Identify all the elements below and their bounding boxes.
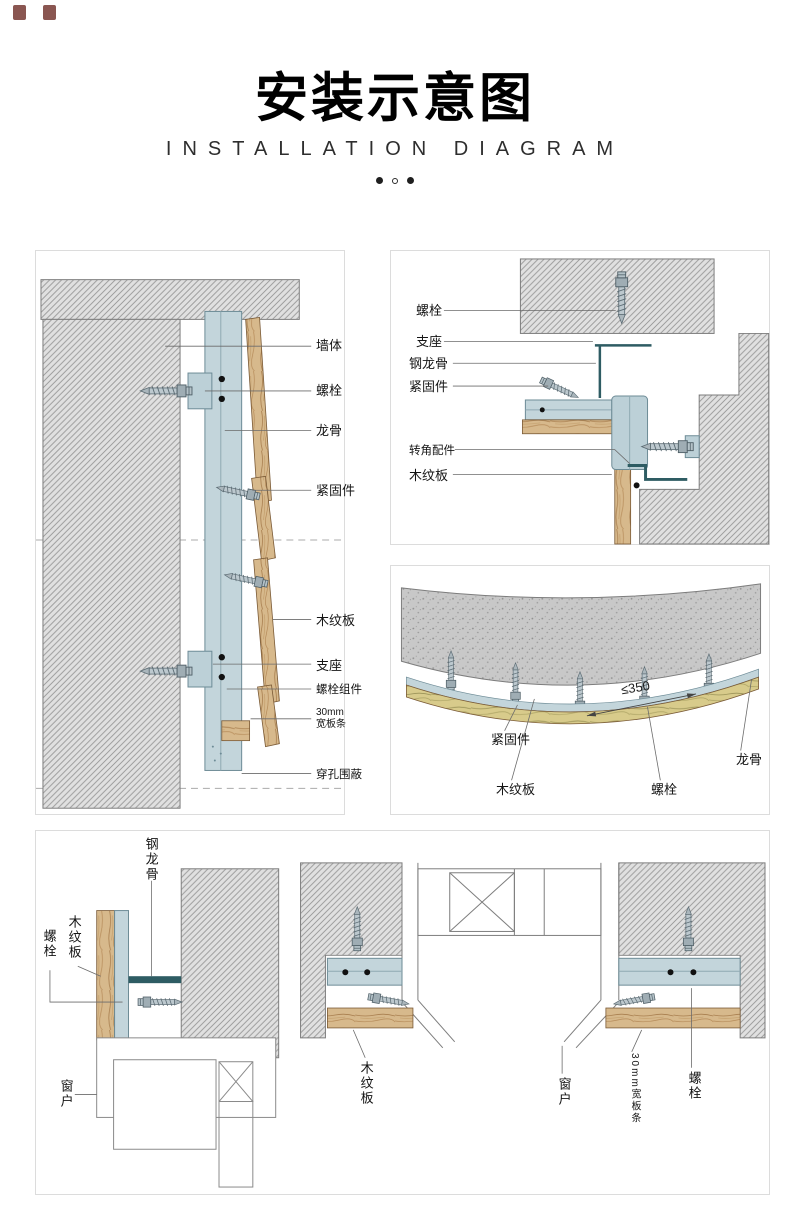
label-wood-panel: 木纹板 [409, 468, 449, 483]
label-fastener: 紧固件 [409, 379, 449, 394]
corner-artifact [43, 5, 56, 20]
label-slat: 30mm宽板条 [629, 1053, 640, 1125]
window-detail-drawing [49, 862, 766, 1188]
label-slat-line2: 宽板条 [316, 719, 346, 730]
label-keel: 龙骨 [316, 423, 343, 438]
label-wall: 墙体 [316, 338, 343, 353]
label-fastener: 紧固件 [316, 483, 356, 498]
decorative-dots [0, 177, 790, 184]
diagram-corner-detail: 螺栓 支座 钢龙骨 紧固件 转角配件 木纹板 [390, 250, 770, 545]
label-window-jamb: 窗户 [58, 1079, 74, 1109]
page-subtitle: INSTALLATION DIAGRAM [165, 138, 625, 160]
label-wood-panel: 木纹板 [316, 613, 356, 628]
label-steel-keel: 钢龙骨 [409, 356, 449, 371]
label-bolt: 螺栓 [316, 383, 343, 398]
label-bolt-jamb: 螺栓 [41, 929, 57, 959]
label-support: 支座 [416, 334, 443, 349]
label-corner-fitting: 转角配件 [409, 445, 455, 457]
label-bolt: 螺栓 [651, 782, 678, 797]
label-steel-keel: 钢龙骨 [143, 837, 159, 882]
label-bolt: 螺栓 [416, 303, 443, 318]
label-wood-panel: 木纹板 [496, 782, 536, 797]
diagram-window-detail: 钢龙骨 木纹板 螺栓 窗户 木纹板 窗户 30mm宽板条 螺栓 [35, 830, 770, 1195]
label-window-head: 窗户 [556, 1077, 572, 1107]
label-bolt-assembly: 螺栓组件 [316, 684, 362, 696]
label-bolt-head: 螺栓 [686, 1071, 702, 1101]
curved-ceiling-drawing [400, 583, 762, 781]
dot-hollow-icon [392, 177, 398, 184]
label-support: 支座 [316, 658, 343, 673]
dot-icon [407, 177, 414, 184]
corner-detail-drawing [443, 258, 770, 545]
label-slat: 30mm 宽板条 [316, 707, 346, 731]
dot-icon [376, 177, 383, 184]
label-fastener: 紧固件 [491, 732, 531, 747]
label-wood-panel-jamb: 木纹板 [66, 915, 82, 960]
wall-section-drawing [36, 279, 344, 809]
diagram-wall-section: 墙体 螺栓 龙骨 紧固件 木纹板 支座 螺栓组件 30mm 宽板条 穿孔围蔽 [35, 250, 362, 815]
label-wood-panel-head: 木纹板 [358, 1061, 374, 1106]
label-slat-line1: 30mm [316, 707, 344, 718]
label-keel: 龙骨 [736, 752, 763, 767]
page-title: 安装示意图 [255, 69, 535, 128]
label-perforated-enclosure: 穿孔围蔽 [316, 769, 362, 781]
corner-artifact [13, 5, 26, 20]
diagram-curved-ceiling: ≤350 紧固件 龙骨 木纹板 螺栓 [390, 565, 770, 815]
